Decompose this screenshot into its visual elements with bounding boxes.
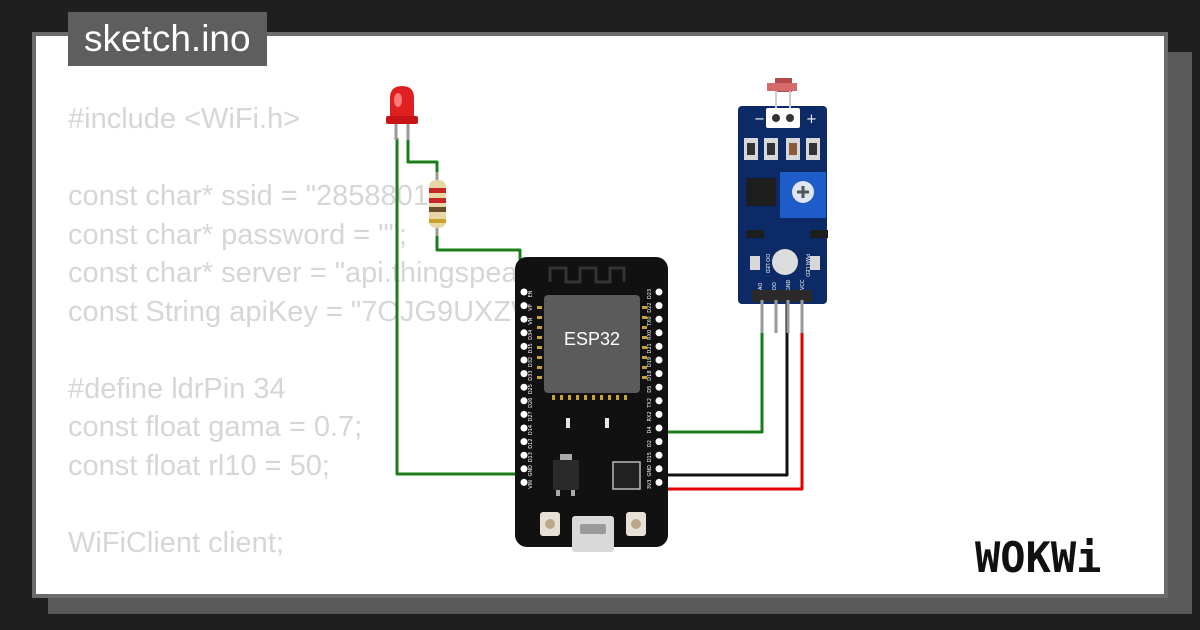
header-pin [655,302,663,310]
header-pin [655,329,663,337]
header-pin [655,315,663,323]
header-pin [520,342,528,350]
voltage-regulator [553,460,579,490]
header-pin [655,397,663,405]
header-pin [520,410,528,418]
module-pins [537,306,647,400]
pin-label: D27 [528,411,534,421]
esp32-board: ESP32 ENVPVND34D35D32D33D25D26D27D14D12D… [515,257,668,552]
svg-text:VCC: VCC [800,279,806,290]
pin-label: D14 [528,425,534,435]
header-pin [520,465,528,473]
pin-label: D25 [528,384,534,394]
pin-label: D21 [647,343,653,353]
header-pin [655,383,663,391]
svg-text:DO: DO [772,282,778,290]
header-pin [520,397,528,405]
svg-text:−: − [754,112,765,127]
pin-label: D19 [647,357,653,367]
header-pin [520,356,528,364]
pin-label: D18 [647,370,653,380]
header-pin [520,288,528,296]
header-pin [655,356,663,364]
svg-text:WOKWi: WOKWi [975,533,1101,580]
pin-label: D5 [647,386,653,393]
wire-resistor-gpio [435,232,522,333]
pin-label: TX0 [647,316,653,327]
pin-label: D26 [528,398,534,408]
wire-ao-d4 [662,300,764,434]
header-pin [655,438,663,446]
svg-text:PWR LED: PWR LED [804,254,810,277]
pin-label: D23 [647,289,653,299]
pin-label: D22 [647,302,653,312]
esp32-label: ESP32 [564,329,620,349]
header-pin [520,383,528,391]
header-pin [520,424,528,432]
svg-text:DO LED: DO LED [764,254,770,273]
pin-label: TX2 [647,398,653,409]
red-led [386,86,418,140]
header-pin [520,478,528,486]
pin-label: VIN [528,480,534,489]
wire-vcc [662,300,804,491]
pin-label: RX0 [647,330,653,340]
code-line: WiFiClient client; [68,526,284,559]
pin-label: D34 [528,330,534,340]
esp32-left-header [520,288,528,486]
wokwi-logo: WOKWi [975,533,1101,580]
usb-uart-chip [612,461,641,490]
pin-label: D35 [528,343,534,353]
header-pin [520,329,528,337]
comparator-ic [746,178,776,206]
photoresistor [767,83,797,91]
pin-label: D32 [528,357,534,367]
pin-label: VP [528,304,534,310]
svg-text:+: + [806,112,817,127]
header-pin [655,288,663,296]
code-line: const char* ssid = "2858801"; [68,180,448,212]
header-pin [655,410,663,418]
code-line: #define ldrPin 34 [68,372,286,405]
code-line: const char* password = ""; [68,218,407,251]
ldr-module: − + DO LED PWR LED AO DO GND VCC [738,78,828,333]
svg-text:AO: AO [758,283,764,290]
code-line: const float rl10 = 50; [68,449,330,482]
pin-label: D13 [528,452,534,462]
pin-label: RX2 [647,411,653,421]
header-pin [655,451,663,459]
pin-label: EN [528,290,534,297]
header-pin [655,465,663,473]
pin-label: GND [647,465,653,477]
header-pin [655,478,663,486]
resistor [429,172,446,236]
header-pin [520,370,528,378]
wire-gnd [662,300,789,477]
pin-label: VN [528,317,534,324]
pin-label: D4 [647,426,653,433]
pin-label: D15 [647,452,653,462]
pin-label: D12 [528,438,534,448]
header-pin [520,302,528,310]
header-pin [655,370,663,378]
code-line: #include <WiFi.h> [68,103,301,135]
sketch-filename: sketch.ino [68,12,267,66]
header-pin [655,424,663,432]
pin-label: 3V3 [647,480,653,490]
pin-label: D2 [647,440,653,447]
svg-text:GND: GND [786,279,792,291]
header-pin [520,315,528,323]
header-pin [520,438,528,446]
esp32-right-header [655,288,663,486]
ldr-header [752,290,812,302]
header-pin [520,451,528,459]
pin-label: GND [528,465,534,477]
wire-led-anode [406,138,439,175]
pin-label: D33 [528,370,534,380]
code-line: const float gama = 0.7; [68,411,363,443]
header-pin [655,342,663,350]
wire-led-cathode [395,138,522,476]
